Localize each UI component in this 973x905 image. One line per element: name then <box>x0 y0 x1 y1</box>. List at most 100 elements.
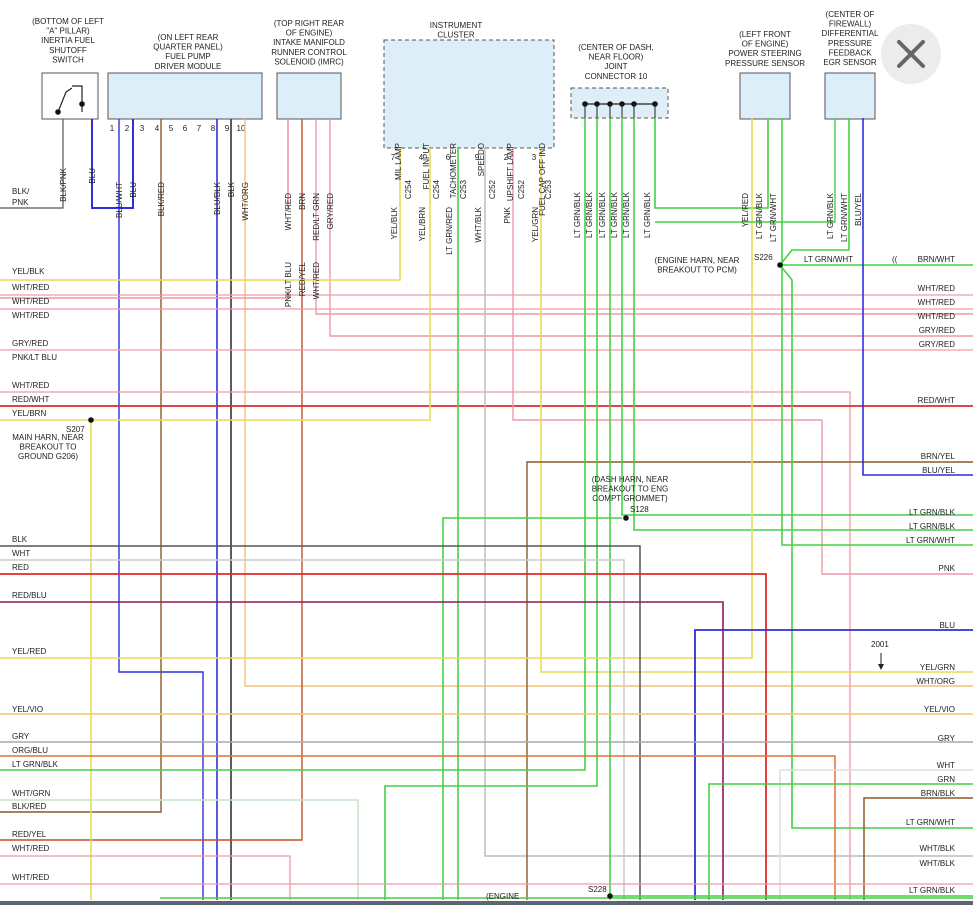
wire-egr-lt-grn-wht <box>779 118 850 266</box>
wire-egr-lt-grn-blk <box>655 118 836 223</box>
instrument-cluster-box <box>383 39 555 149</box>
joint-connector-label: JOINT <box>604 62 627 71</box>
pin-number: 9 <box>225 124 230 133</box>
inertia-switch-label: SHUTOFF <box>49 46 87 55</box>
wire-lt-grn-wht-down <box>779 264 973 829</box>
splice-dot <box>55 109 61 115</box>
splice-note: (ENGINE <box>486 892 519 901</box>
imrc-wire-label-lower: PNK/LT BLU <box>284 262 293 307</box>
pin-number: 5 <box>169 124 174 133</box>
ref-arrowhead <box>878 664 884 670</box>
left-wire-label: RED <box>12 563 29 572</box>
egr-sensor-label: DIFFERENTIAL <box>822 29 879 38</box>
imrc-label: (TOP RIGHT REAR <box>274 19 344 28</box>
fpdm-wire-label: BLU <box>129 182 138 198</box>
splice-note: BREAKOUT TO PCM) <box>657 266 737 275</box>
wire-blu-2 <box>694 629 973 900</box>
fpdm-wire-label: BLU/WHT <box>115 182 124 218</box>
left-wire-label: WHT/GRN <box>12 789 50 798</box>
pin-number: 7 <box>391 153 396 162</box>
right-wire-label: PNK <box>939 564 956 573</box>
cluster-function-label: FUEL INPUT <box>422 143 431 189</box>
cluster-connector-label: C253 <box>459 179 468 199</box>
wire-yel-blk <box>0 148 401 281</box>
switch-wire-label: BLK/PNK <box>59 167 68 201</box>
imrc-label: OF ENGINE) <box>286 29 333 38</box>
wire-wht <box>0 559 625 900</box>
wire-lt-grn-blk-4 <box>621 118 973 516</box>
wire-blk-pnk <box>0 119 64 209</box>
left-wire-label: RED/WHT <box>12 395 49 404</box>
splice-label: S228 <box>588 885 607 894</box>
wire-wht-blk <box>484 148 973 857</box>
splice-s207 <box>88 417 94 423</box>
ps-sensor-label: PRESSURE SENSOR <box>725 59 805 68</box>
splice-note: COMPT GROMMET) <box>592 494 668 503</box>
right-wire-label: WHT/BLK <box>919 844 955 853</box>
pin-number: 1 <box>110 124 115 133</box>
imrc-wire-label: BRN <box>298 193 307 210</box>
wire-lt-grn-blk <box>0 118 586 771</box>
cluster-connector-label: C254 <box>432 179 441 199</box>
joint-wire-label: LT GRN/BLK <box>610 191 619 238</box>
imrc-label: INTAKE MANIFOLD <box>273 38 345 47</box>
wire-red-yel <box>0 119 303 841</box>
wire-pnk <box>512 148 973 575</box>
splice-note: BREAKOUT TO ENG <box>592 485 668 494</box>
cluster-connector-label: C252 <box>488 179 497 199</box>
splice-label: S128 <box>630 505 649 514</box>
fpdm-wire-label: BLK/RED <box>157 182 166 216</box>
left-wire-label: YEL/VIO <box>12 705 43 714</box>
wire-org-blu <box>0 755 836 900</box>
wire-blu-yel <box>862 118 973 476</box>
egr-sensor-label: FIREWALL) <box>829 20 872 29</box>
wire-wht-2 <box>779 769 973 900</box>
left-wire-label: WHT/RED <box>12 311 50 320</box>
instrument-cluster-label: INSTRUMENT <box>430 21 483 30</box>
fpdm-wire-label: BLK <box>227 181 236 197</box>
egr-sensor-box <box>824 72 876 120</box>
fpdm-wire-label: WHT/ORG <box>241 182 250 221</box>
joint-wire-label: LT GRN/BLK <box>622 191 631 238</box>
reference-label: 2001 <box>871 640 889 649</box>
wire-red <box>0 573 767 900</box>
pin-number: 10 <box>237 124 246 133</box>
bottom-border <box>0 901 973 905</box>
imrc-wire-label-lower: RED/YEL <box>298 261 307 296</box>
left-wire-label: PNK <box>12 198 29 207</box>
right-wire-label: BRN/BLK <box>921 789 956 798</box>
right-wire-label: GRY/RED <box>919 340 956 349</box>
pin-number: 6 <box>183 124 188 133</box>
cluster-wire-label: PNK <box>503 206 512 223</box>
inertia-switch-label: "A" PILLAR) <box>46 27 90 36</box>
close-button[interactable] <box>881 24 941 84</box>
cluster-wire-label: LT GRN/RED <box>445 207 454 255</box>
right-wire-label: BLU <box>939 621 955 630</box>
cluster-connector-label: C252 <box>517 179 526 199</box>
joint-connector-label: NEAR FLOOR) <box>589 53 644 62</box>
imrc-wire-label: RED/LT GRN <box>312 193 321 241</box>
pin-number: 2 <box>504 153 509 162</box>
right-wire-label: GRY/RED <box>919 326 956 335</box>
wire-yel-brn <box>0 148 431 421</box>
wire-blu <box>91 119 134 209</box>
joint-connector-label: CONNECTOR 10 <box>585 72 648 81</box>
right-wire-label: GRN <box>937 775 955 784</box>
wire-lt-grn-dash <box>442 517 622 900</box>
right-wire-label: BRN/WHT <box>918 255 955 264</box>
splice-note: (DASH HARN, NEAR <box>592 475 669 484</box>
wire-lt-grn-wht <box>781 118 973 546</box>
wire-red-blu <box>0 601 724 900</box>
right-wire-label: RED/WHT <box>918 396 955 405</box>
right-wire-label: BLU/YEL <box>922 466 955 475</box>
fuel-pump-module-label: DRIVER MODULE <box>155 62 222 71</box>
joint-wire-label: LT GRN/BLK <box>585 191 594 238</box>
cluster-wire-label: YEL/BLK <box>390 206 399 239</box>
inertia-switch-label: (BOTTOM OF LEFT <box>32 17 104 26</box>
switch-wire-label: BLU <box>88 168 97 184</box>
ps-sensor-label: (LEFT FRONT <box>739 30 791 39</box>
right-wire-label: LT GRN/WHT <box>906 536 955 545</box>
wire-yel-red <box>0 118 753 659</box>
